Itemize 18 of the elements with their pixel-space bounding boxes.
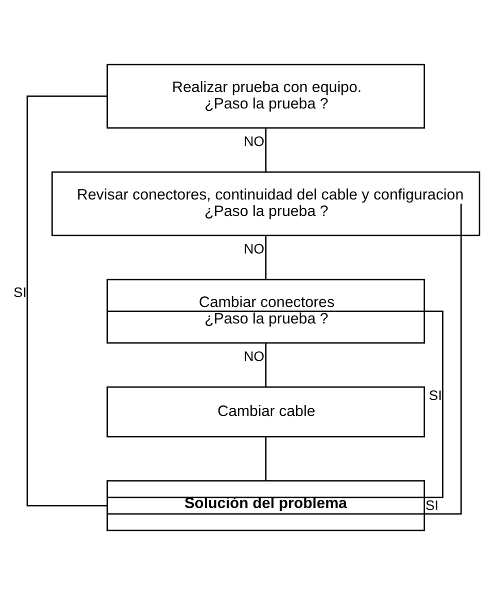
edge-label: NO [244, 134, 264, 150]
node-box: Solución del problema [106, 480, 426, 532]
node-box: Realizar prueba con equipo. ¿Paso la prueba ? [106, 64, 426, 129]
node-box: Cambiar cable [106, 386, 426, 438]
connector [107, 310, 444, 498]
connector [265, 236, 266, 280]
connector [107, 204, 462, 515]
edge-label: SI [428, 388, 442, 404]
connector [26, 96, 108, 506]
edge-label: NO [244, 348, 264, 364]
connector [265, 128, 266, 172]
edge-label: SI [14, 284, 27, 300]
edge-label: NO [244, 242, 264, 257]
connector [265, 437, 266, 480]
node-box: Revisar conectores, continuidad del cable y configuracion ¿Paso la prueba ? [51, 171, 480, 236]
node-box: Cambiar conectores ¿Paso la prueba ? [106, 278, 426, 344]
edge-label: SI [425, 498, 438, 513]
connector [265, 343, 266, 387]
